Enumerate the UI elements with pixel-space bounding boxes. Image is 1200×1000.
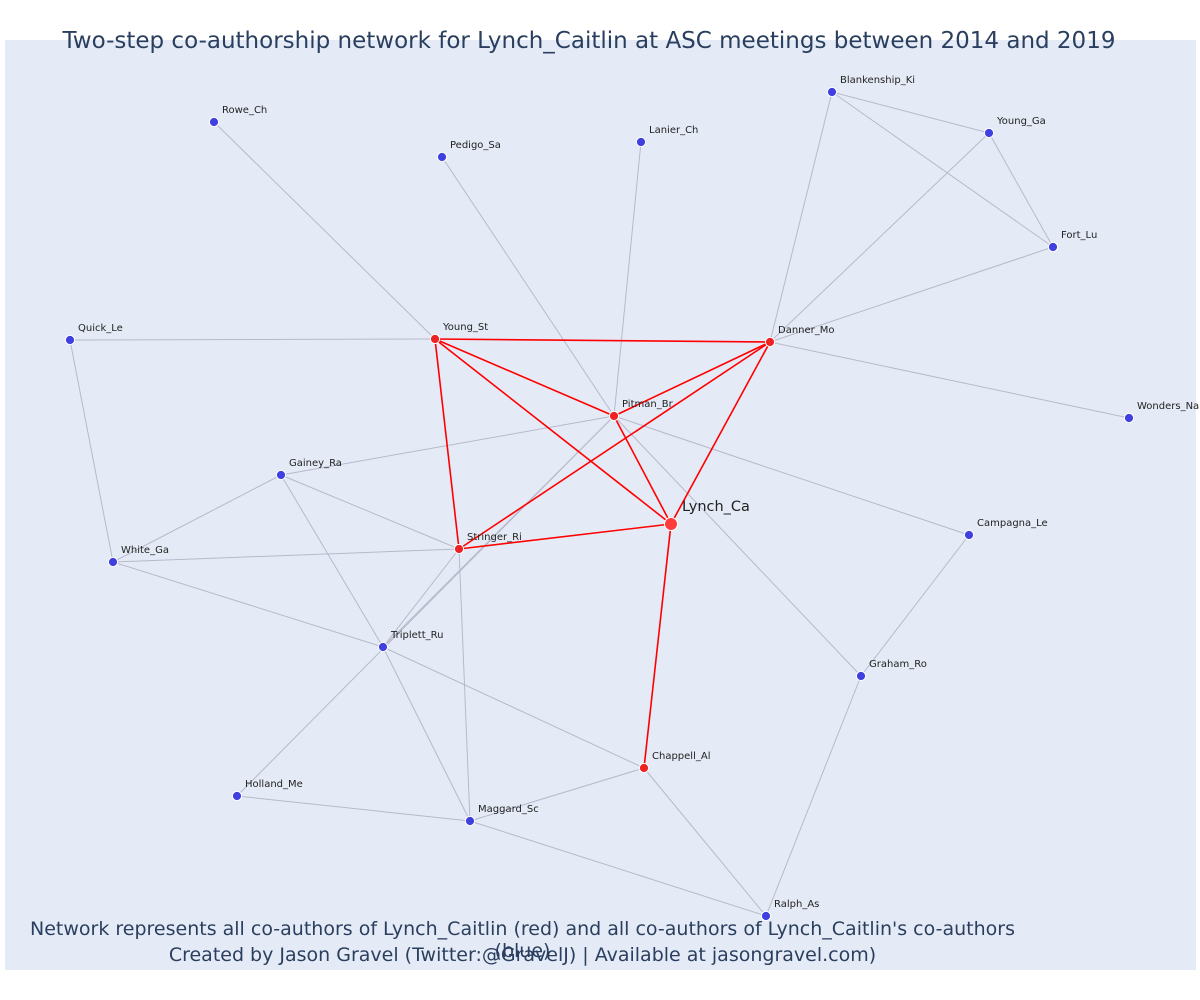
node-layer <box>64 86 1135 922</box>
edge-Quick_Le-Young_St <box>69 338 436 341</box>
node-Triplett_Ru[interactable] <box>377 641 389 653</box>
edge-Stringer_Ri-Lynch_Ca <box>458 523 672 550</box>
node-Danner_Mo[interactable] <box>764 336 776 348</box>
edge-Young_St-Danner_Mo <box>434 338 771 343</box>
plot-area <box>5 40 1196 970</box>
edge-Pitman_Br-Lynch_Ca <box>613 415 672 525</box>
node-Maggard_Sc[interactable] <box>464 815 476 827</box>
edge-Chappell_Al-Lynch_Ca <box>643 523 672 769</box>
caption-line-1: Network represents all co-authors of Lyn… <box>30 918 1015 962</box>
node-Pedigo_Sa[interactable] <box>436 151 448 163</box>
edge-White_Ga-Triplett_Ru <box>112 561 384 648</box>
edge-Danner_Mo-Pitman_Br <box>613 341 771 417</box>
node-label-Pitman_Br: Pitman_Br <box>622 399 674 410</box>
node-label-Danner_Mo: Danner_Mo <box>778 325 835 336</box>
edge-Blankenship_Ki-Young_Ga <box>831 91 990 134</box>
node-label-Ralph_As: Ralph_As <box>774 899 819 910</box>
edge-Blankenship_Ki-Danner_Mo <box>769 91 833 343</box>
node-Campagna_Le[interactable] <box>963 529 975 541</box>
node-Chappell_Al[interactable] <box>638 762 650 774</box>
edge-Pitman_Br-Graham_Ro <box>613 415 862 677</box>
node-White_Ga[interactable] <box>107 556 119 568</box>
edge-Gainey_Ra-White_Ga <box>112 474 282 563</box>
chart-title: Two-step co-authorship network for Lynch… <box>62 28 1116 54</box>
node-Lanier_Ch[interactable] <box>635 136 647 148</box>
node-label-Young_St: Young_St <box>442 322 488 333</box>
edge-Stringer_Ri-Triplett_Ru <box>382 548 460 648</box>
node-Pitman_Br[interactable] <box>608 410 620 422</box>
node-label-Graham_Ro: Graham_Ro <box>869 659 927 670</box>
edge-Quick_Le-White_Ga <box>69 339 114 563</box>
edge-Fort_Lu-Danner_Mo <box>769 246 1054 343</box>
node-Blankenship_Ki[interactable] <box>826 86 838 98</box>
edge-Young_St-Pitman_Br <box>434 338 615 417</box>
edge-Chappell_Al-Ralph_As <box>643 767 767 917</box>
node-label-Triplett_Ru: Triplett_Ru <box>390 630 444 641</box>
node-Quick_Le[interactable] <box>64 334 76 346</box>
label-layer: Lynch_Ca Young_St Danner_MoPitman_BrString… <box>78 75 1199 910</box>
edge-Triplett_Ru-Maggard_Sc <box>382 646 471 822</box>
edge-White_Ga-Stringer_Ri <box>112 548 460 563</box>
edge-Danner_Mo-Stringer_Ri <box>458 341 771 550</box>
node-Wonders_Na[interactable] <box>1123 412 1135 424</box>
edge-layer <box>69 91 1130 917</box>
node-label-Pedigo_Sa: Pedigo_Sa <box>450 140 501 151</box>
node-Graham_Ro[interactable] <box>855 670 867 682</box>
node-label-Campagna_Le: Campagna_Le <box>977 518 1048 529</box>
node-Young_Ga[interactable] <box>983 127 995 139</box>
node-label-Holland_Me: Holland_Me <box>245 779 303 790</box>
node-label-Blankenship_Ki: Blankenship_Ki <box>840 75 915 86</box>
edge-Pedigo_Sa-Pitman_Br <box>441 156 615 417</box>
edge-Triplett_Ru-Chappell_Al <box>382 646 645 769</box>
edge-Young_St-Stringer_Ri <box>434 338 460 550</box>
node-label-Rowe_Ch: Rowe_Ch <box>222 105 267 116</box>
edge-Pitman_Br-Holland_Me <box>236 415 615 797</box>
node-Lynch_Ca[interactable] <box>664 517 678 531</box>
edge-Rowe_Ch-Young_St <box>213 121 436 340</box>
node-label-Chappell_Al: Chappell_Al <box>652 751 710 762</box>
node-label-Lanier_Ch: Lanier_Ch <box>649 125 698 136</box>
edge-Holland_Me-Maggard_Sc <box>236 795 471 822</box>
node-Rowe_Ch[interactable] <box>208 116 220 128</box>
edge-Pitman_Br-Campagna_Le <box>613 415 970 536</box>
node-Holland_Me[interactable] <box>231 790 243 802</box>
edge-Lanier_Ch-Pitman_Br <box>613 141 642 417</box>
node-label-White_Ga: White_Ga <box>121 545 169 556</box>
node-label-Gainey_Ra: Gainey_Ra <box>289 458 342 469</box>
node-Fort_Lu[interactable] <box>1047 241 1059 253</box>
node-label-Quick_Le: Quick_Le <box>78 323 123 334</box>
edge-Young_Ga-Danner_Mo <box>769 132 990 343</box>
node-Stringer_Ri[interactable] <box>453 543 465 555</box>
edge-Young_St-Lynch_Ca <box>434 338 672 525</box>
node-label-Young_Ga: Young_Ga <box>996 116 1046 127</box>
node-Young_St[interactable] <box>429 333 441 345</box>
node-Ralph_As[interactable] <box>760 910 772 922</box>
node-label-Fort_Lu: Fort_Lu <box>1061 230 1097 241</box>
edge-Danner_Mo-Wonders_Na <box>769 341 1130 419</box>
caption-line-2: Created by Jason Gravel (Twitter:@Gravel… <box>168 944 877 966</box>
edge-Graham_Ro-Ralph_As <box>765 675 862 917</box>
edge-Maggard_Sc-Ralph_As <box>469 820 767 917</box>
node-label-Lynch_Ca: Lynch_Ca <box>682 499 750 515</box>
edge-Gainey_Ra-Stringer_Ri <box>280 474 460 550</box>
edge-Blankenship_Ki-Fort_Lu <box>831 91 1054 248</box>
node-label-Stringer_Ri: Stringer_Ri <box>467 532 522 543</box>
edge-Danner_Mo-Lynch_Ca <box>670 341 771 525</box>
node-label-Wonders_Na: Wonders_Na <box>1137 401 1199 412</box>
node-label-Maggard_Sc: Maggard_Sc <box>478 804 539 815</box>
edge-Maggard_Sc-Chappell_Al <box>469 767 645 822</box>
node-Gainey_Ra[interactable] <box>275 469 287 481</box>
edge-Gainey_Ra-Triplett_Ru <box>280 474 384 648</box>
edge-Campagna_Le-Graham_Ro <box>860 534 970 677</box>
edge-Young_Ga-Fort_Lu <box>988 132 1054 248</box>
